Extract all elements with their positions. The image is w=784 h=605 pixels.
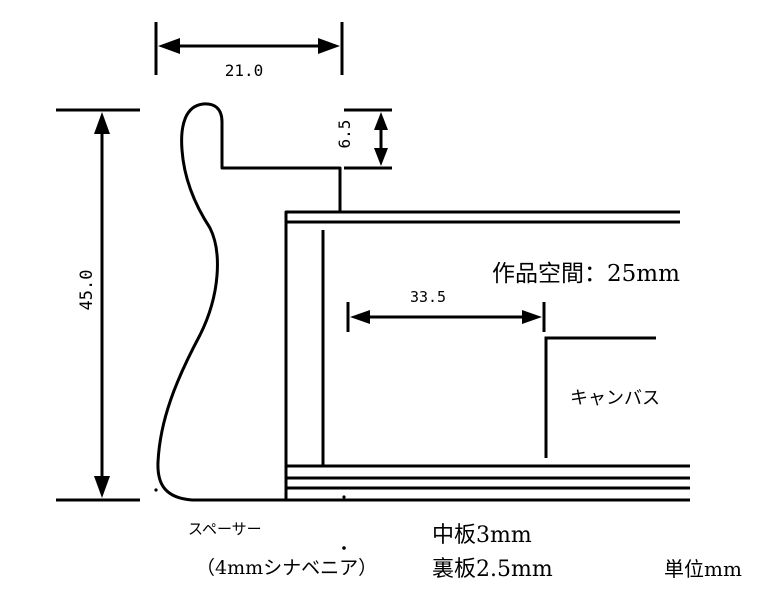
canvas-offset-dimension: 33.5 bbox=[346, 288, 546, 332]
height-dimension: 45.0 bbox=[56, 108, 140, 502]
width-dimension: 21.0 bbox=[154, 22, 344, 80]
canvas-offset-label: 33.5 bbox=[410, 288, 446, 306]
middle-board-label: 中板3mm bbox=[432, 523, 532, 548]
work-space-label: 作品空間：25mm bbox=[492, 261, 680, 287]
canvas-outline bbox=[544, 336, 656, 458]
marker-dot bbox=[342, 546, 346, 550]
spacer-label: スペーサー bbox=[188, 520, 262, 538]
marker-dot bbox=[342, 495, 346, 499]
lip-dimension: 6.5 bbox=[335, 108, 392, 170]
width-dimension-label: 21.0 bbox=[225, 61, 264, 80]
unit-label: 単位mm bbox=[664, 557, 742, 581]
frame-profile-outline bbox=[156, 102, 342, 502]
spacer-material-label: （4mmシナベニア） bbox=[196, 557, 377, 579]
marker-dot bbox=[154, 488, 158, 492]
lip-dimension-label: 6.5 bbox=[335, 120, 354, 149]
marker-dot bbox=[286, 210, 290, 214]
back-board-label: 裏板2.5mm bbox=[432, 557, 553, 582]
canvas-label: キャンバス bbox=[570, 388, 660, 409]
height-dimension-label: 45.0 bbox=[77, 270, 97, 311]
